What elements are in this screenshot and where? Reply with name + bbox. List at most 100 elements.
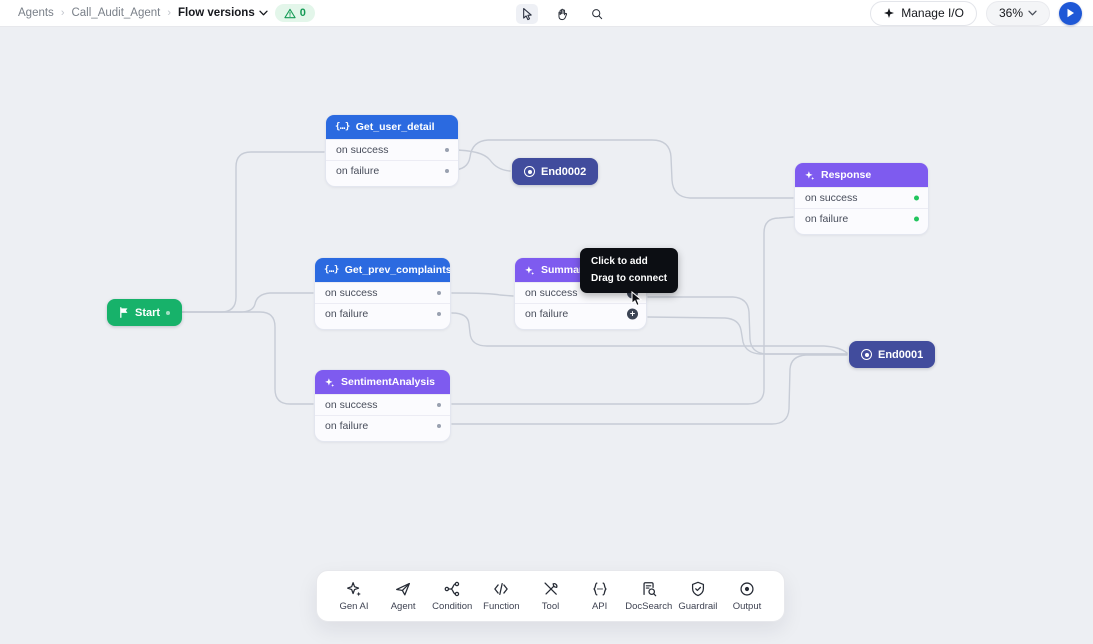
palette-item-condition[interactable]: Condition — [428, 580, 476, 612]
flag-icon — [119, 307, 129, 318]
breadcrumb-agents[interactable]: Agents — [18, 7, 54, 19]
branch-icon — [443, 580, 461, 598]
edge-gpc-failure-to-end0001 — [452, 313, 847, 353]
palette-label: Function — [483, 601, 519, 612]
success-port[interactable] — [437, 403, 441, 407]
node-title: Get_user_detail — [356, 121, 435, 133]
row-label: on failure — [525, 308, 568, 320]
node-row-on-failure[interactable]: on failure + — [515, 303, 646, 324]
edge-gud-success-to-end0002 — [452, 150, 510, 171]
run-flow-button[interactable] — [1059, 2, 1082, 25]
tooltip-line1: Click to add — [591, 254, 667, 271]
row-label: on success — [525, 287, 578, 299]
node-row-on-failure[interactable]: on failure — [315, 303, 450, 324]
row-label: on failure — [325, 308, 368, 320]
mouse-cursor-icon — [630, 291, 645, 307]
breadcrumb-separator: › — [167, 7, 171, 19]
node-get-user-detail[interactable]: {…} Get_user_detail on success on failur… — [326, 115, 458, 186]
node-response[interactable]: Response on success on failure — [795, 163, 928, 234]
doc-search-icon — [640, 580, 658, 598]
gen-ai-sparkle-icon — [524, 265, 535, 276]
play-icon — [1066, 8, 1075, 18]
edge-sentiment-failure-to-end0001 — [452, 355, 847, 424]
node-header[interactable]: Response — [795, 163, 928, 187]
flow-edges — [0, 27, 1093, 644]
palette-item-docsearch[interactable]: DocSearch — [625, 580, 673, 612]
row-label: on success — [325, 287, 378, 299]
row-label: on failure — [325, 420, 368, 432]
palette-item-api[interactable]: API — [576, 580, 624, 612]
palette-item-tool[interactable]: Tool — [527, 580, 575, 612]
palette-item-guardrail[interactable]: Guardrail — [674, 580, 722, 612]
node-sentiment-analysis[interactable]: SentimentAnalysis on success on failure — [315, 370, 450, 441]
manage-io-button[interactable]: Manage I/O — [870, 1, 977, 26]
node-title: SentimentAnalysis — [341, 376, 435, 388]
success-port[interactable] — [445, 148, 449, 152]
row-label: on success — [325, 399, 378, 411]
search-icon — [590, 7, 604, 21]
add-connection-button[interactable]: + — [627, 309, 638, 320]
node-start[interactable]: Start — [107, 299, 182, 326]
warning-count: 0 — [300, 7, 306, 19]
manage-io-label: Manage I/O — [901, 6, 964, 20]
pan-tool-button[interactable] — [551, 4, 573, 24]
breadcrumb-agent-name[interactable]: Call_Audit_Agent — [71, 7, 160, 19]
palette-label: Guardrail — [678, 601, 717, 612]
row-label: on failure — [336, 165, 379, 177]
success-port[interactable] — [437, 291, 441, 295]
warning-count-badge[interactable]: 0 — [275, 4, 315, 22]
node-title: Start — [135, 307, 160, 319]
palette-label: Agent — [391, 601, 416, 612]
record-circle-icon — [861, 349, 872, 360]
palette-item-agent[interactable]: Agent — [379, 580, 427, 612]
warning-triangle-icon — [284, 8, 296, 19]
node-row-on-failure[interactable]: on failure — [326, 160, 458, 181]
palette-item-output[interactable]: Output — [723, 580, 771, 612]
palette-label: DocSearch — [625, 601, 672, 612]
select-tool-button[interactable] — [516, 4, 538, 24]
success-port[interactable] — [914, 196, 919, 201]
sparkle-icon — [883, 7, 895, 19]
record-circle-icon — [524, 166, 535, 177]
zoom-dropdown[interactable]: 36% — [986, 1, 1050, 26]
row-label: on failure — [805, 213, 848, 225]
node-row-on-success[interactable]: on success — [326, 139, 458, 160]
node-row-on-failure[interactable]: on failure — [315, 415, 450, 436]
palette-label: Output — [733, 601, 762, 612]
node-title: Response — [821, 169, 871, 181]
palette-label: Tool — [542, 601, 559, 612]
node-get-prev-complaints[interactable]: {…} Get_prev_complaints on success on fa… — [315, 258, 450, 329]
flow-versions-dropdown[interactable]: Flow versions — [178, 7, 268, 19]
api-braces-icon: {…} — [324, 265, 339, 275]
node-header[interactable]: SentimentAnalysis — [315, 370, 450, 394]
node-header[interactable]: {…} Get_user_detail — [326, 115, 458, 139]
search-button[interactable] — [586, 4, 608, 24]
node-palette: Gen AI Agent Condition Function — [316, 570, 785, 622]
palette-item-function[interactable]: Function — [477, 580, 525, 612]
palette-label: Gen AI — [339, 601, 368, 612]
output-port[interactable] — [166, 311, 170, 315]
failure-port[interactable] — [914, 217, 919, 222]
top-bar: Agents › Call_Audit_Agent › Flow version… — [0, 0, 1093, 27]
failure-port[interactable] — [437, 312, 441, 316]
row-label: on success — [805, 192, 858, 204]
flow-canvas[interactable]: Start {…} Get_user_detail on success on … — [0, 27, 1093, 644]
braces-icon — [591, 580, 609, 598]
canvas-toolbar — [516, 0, 608, 27]
node-row-on-success[interactable]: on success — [315, 282, 450, 303]
gen-ai-sparkle-icon — [804, 170, 815, 181]
edge-gpc-success-to-summarization — [452, 293, 513, 296]
node-end0002[interactable]: End0002 — [512, 158, 598, 185]
palette-item-gen-ai[interactable]: Gen AI — [330, 580, 378, 612]
node-row-on-success[interactable]: on success — [315, 394, 450, 415]
failure-port[interactable] — [445, 169, 449, 173]
node-title: Summar — [541, 264, 583, 276]
node-row-on-success[interactable]: on success — [795, 187, 928, 208]
failure-port[interactable] — [437, 424, 441, 428]
api-braces-icon: {…} — [335, 122, 350, 132]
node-header[interactable]: {…} Get_prev_complaints — [315, 258, 450, 282]
agent-icon — [394, 580, 412, 598]
node-end0001[interactable]: End0001 — [849, 341, 935, 368]
sparkle-icon — [345, 580, 363, 598]
node-row-on-failure[interactable]: on failure — [795, 208, 928, 229]
